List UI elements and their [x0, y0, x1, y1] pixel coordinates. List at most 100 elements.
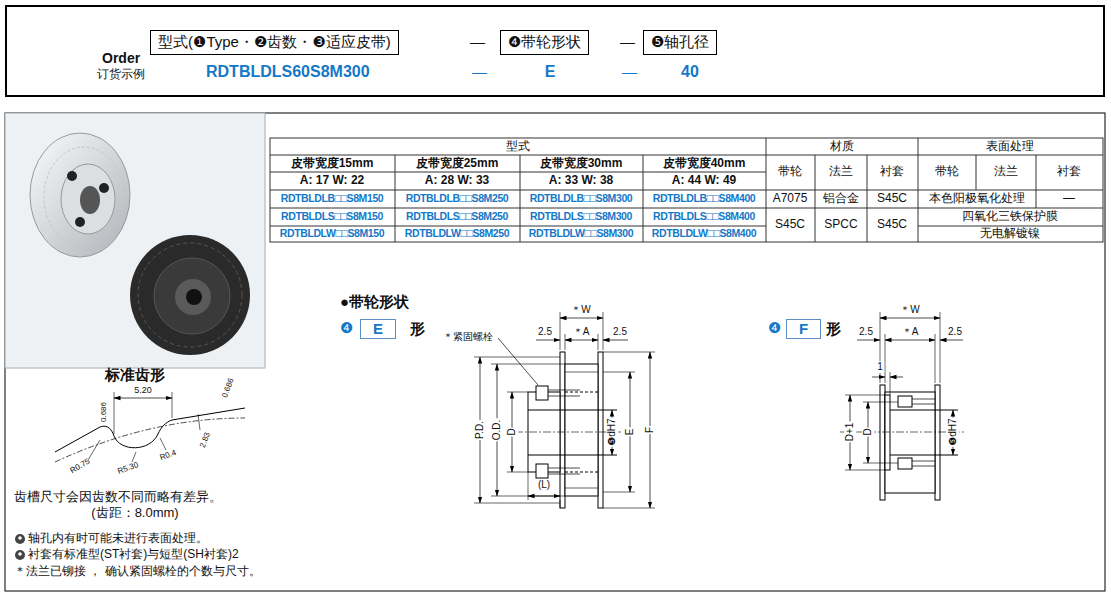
drawing-part [528, 472, 560, 508]
drawing-part [55, 392, 245, 462]
drawing-part [5, 113, 265, 368]
drawing-part [270, 138, 1103, 242]
drawing-part [67, 171, 77, 181]
order-example: RDTBLDLS60S8M300 [206, 63, 370, 81]
drawing-part [890, 410, 958, 455]
drawing-part [30, 133, 130, 257]
tooth-dimension: 0.686 [220, 377, 235, 399]
drawing-part [498, 338, 538, 385]
order-frame: Order订货示例型式(❶Type・❷齿数・❸适应皮带)❹带轮形状❺轴孔径 [5, 5, 1105, 97]
drawing-part [528, 410, 617, 455]
box-label: ❺轴孔径 [651, 33, 709, 52]
drawing-part [603, 340, 628, 341]
table-cell: 衬套 [1057, 165, 1081, 179]
table-cell: RDTBLDLW□□S8M400 [652, 227, 756, 239]
drawing-part [898, 396, 912, 407]
drawing-part [560, 318, 603, 319]
drawing-part [603, 352, 655, 508]
dimension-label: F [644, 426, 656, 434]
tooth-dimension: 0.686 [99, 402, 108, 422]
tooth-dimension: R0.4 [158, 448, 177, 462]
table-cell: 皮带宽度40mm [663, 157, 746, 171]
dimension-label: 形 [826, 320, 841, 337]
drawing-part [15, 550, 25, 560]
drawing-part [845, 395, 898, 470]
table-cell: 带轮 [935, 165, 959, 179]
order-field-box: 型式(❶Type・❷齿数・❸适应皮带) [150, 30, 399, 55]
table-cell: SPCC [824, 218, 857, 232]
shape-tag-box: E [360, 319, 396, 339]
tooth-dimension: 标准齿形 [105, 366, 165, 383]
drawing-part [186, 289, 202, 305]
drawing-part [598, 352, 603, 508]
drawing-part [80, 186, 100, 214]
note-text: 轴孔内有时可能未进行表面处理。 [28, 532, 208, 546]
table-cell: S45C [877, 218, 907, 232]
separator-dash: — [470, 33, 485, 50]
drawing-part [857, 340, 880, 341]
dimension-label: ＊W [570, 304, 591, 316]
note-text: ＊法兰已铆接 ， 确认紧固螺栓的个数与尺寸。 [14, 565, 261, 579]
table-cell: 衬套 [880, 165, 904, 179]
frame-label: Order [102, 50, 140, 66]
table-cell: A: 33 W: 38 [549, 174, 613, 188]
tooth-dimension: R5.30 [116, 460, 139, 476]
dimension-label: D+1 [844, 422, 856, 443]
table-cell: 皮带宽度30mm [540, 157, 623, 171]
dimension-label: P.D. [474, 420, 486, 440]
dimension-label: ＊W [899, 304, 920, 316]
table-cell: 法兰 [994, 165, 1018, 179]
table-cell: RDTBLDLB□□S8M150 [281, 192, 384, 204]
tooth-dimension: 5.20 [134, 385, 152, 395]
table-cell: 铝合金 [823, 192, 859, 206]
drawing-part [15, 534, 25, 544]
table-cell: 型式 [506, 140, 530, 154]
table-cell: 表面处理 [986, 140, 1034, 154]
drawing-part [114, 392, 172, 434]
drawing-part [912, 399, 935, 466]
note-text: 衬套有标准型(ST衬套)与短型(SH衬套)2 [28, 548, 239, 562]
dimension-label: D [862, 427, 874, 436]
drawing-part [5, 113, 265, 368]
drawing-part [890, 377, 903, 378]
table-cell: RDTBLDLS□□S8M150 [281, 210, 383, 222]
dimension-label: ❺dH7 [947, 417, 959, 446]
table-cell: A: 44 W: 49 [672, 174, 736, 188]
dimension-label: 1 [876, 361, 884, 373]
dimension-label: (L) [537, 479, 551, 491]
drawing-part [940, 340, 963, 341]
dimension-label: 2.5 [947, 326, 963, 338]
drawing-part [18, 536, 22, 540]
drawing-part [474, 312, 655, 508]
drawing-part [560, 312, 603, 350]
drawing-part [885, 395, 890, 470]
drawing-part [5, 113, 1105, 591]
dimension-label: 2.5 [612, 326, 628, 338]
drawing-part [528, 496, 560, 497]
drawing-part [890, 372, 891, 395]
box-label: 型式(❶Type・❷齿数・❸适应皮带) [158, 33, 391, 52]
table-cell: RDTBLDLW□□S8M150 [280, 227, 384, 239]
table-cell: A7075 [773, 192, 808, 206]
table-cell: A: 17 W: 22 [300, 174, 364, 188]
shape-tag-box: F [786, 319, 821, 339]
drawing-part [15, 534, 25, 560]
table-cell: 皮带宽度15mm [291, 157, 374, 171]
dimension-label: ＊A [901, 326, 920, 338]
table-cell: 本色阳极氧化处理 [929, 192, 1025, 206]
drawing-part [898, 458, 912, 469]
table-cell: 法兰 [829, 165, 853, 179]
drawing-part [880, 318, 940, 319]
table-cell: RDTBLDLS□□S8M250 [406, 210, 508, 222]
drawing-part [154, 258, 230, 334]
order-field-box: ❹带轮形状 [500, 30, 589, 55]
drawing-part [55, 408, 245, 452]
order-field-box: ❺轴孔径 [643, 30, 717, 55]
box-label: ❹带轮形状 [508, 33, 581, 52]
drawing-part [885, 340, 935, 341]
drawing-part [270, 138, 1103, 242]
drawing-part [130, 235, 250, 355]
drawing-part [565, 340, 598, 341]
tooth-dimension: 2.83 [198, 431, 212, 449]
